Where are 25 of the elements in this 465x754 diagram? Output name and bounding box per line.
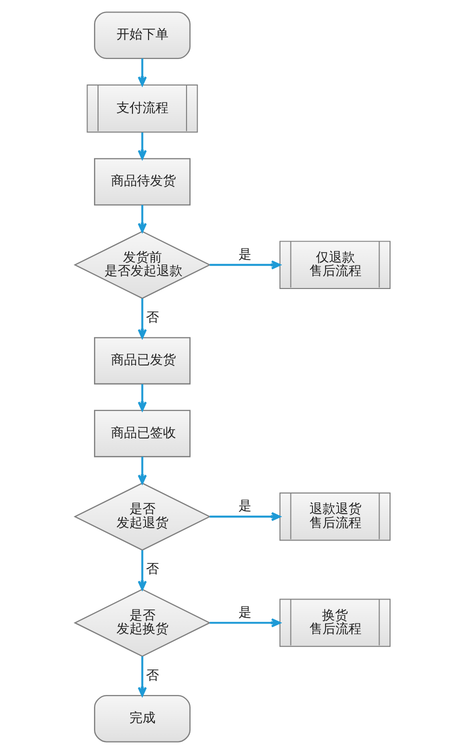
node-box: 完成 [94,694,191,742]
arrow [138,656,147,696]
edge-label: 是 [238,499,252,514]
edge-label: 否 [146,310,160,326]
node-box: 商品已签收 [94,410,191,458]
edge-label: 否 [146,668,160,684]
arrow [210,512,281,522]
node-box: 商品待发货 [94,158,191,206]
edge-label: 否 [146,562,160,578]
arrow [210,260,281,270]
node-diamond: 是否发起换货 [74,588,211,657]
arrow [138,58,147,86]
arrow [138,550,147,590]
arrow [138,132,147,160]
arrow [138,298,147,339]
edge-label: 是 [238,605,252,620]
node-box: 商品已发货 [94,337,191,384]
arrow [210,618,281,628]
edge-label: 是 [238,247,252,262]
arrow [138,204,147,232]
node-box: 开始下单 [94,12,191,60]
node-diamond: 是否发起退货 [74,482,211,551]
arrow [138,456,147,484]
arrow [138,384,147,412]
node-diamond: 发货前是否发起退款 [74,230,211,299]
